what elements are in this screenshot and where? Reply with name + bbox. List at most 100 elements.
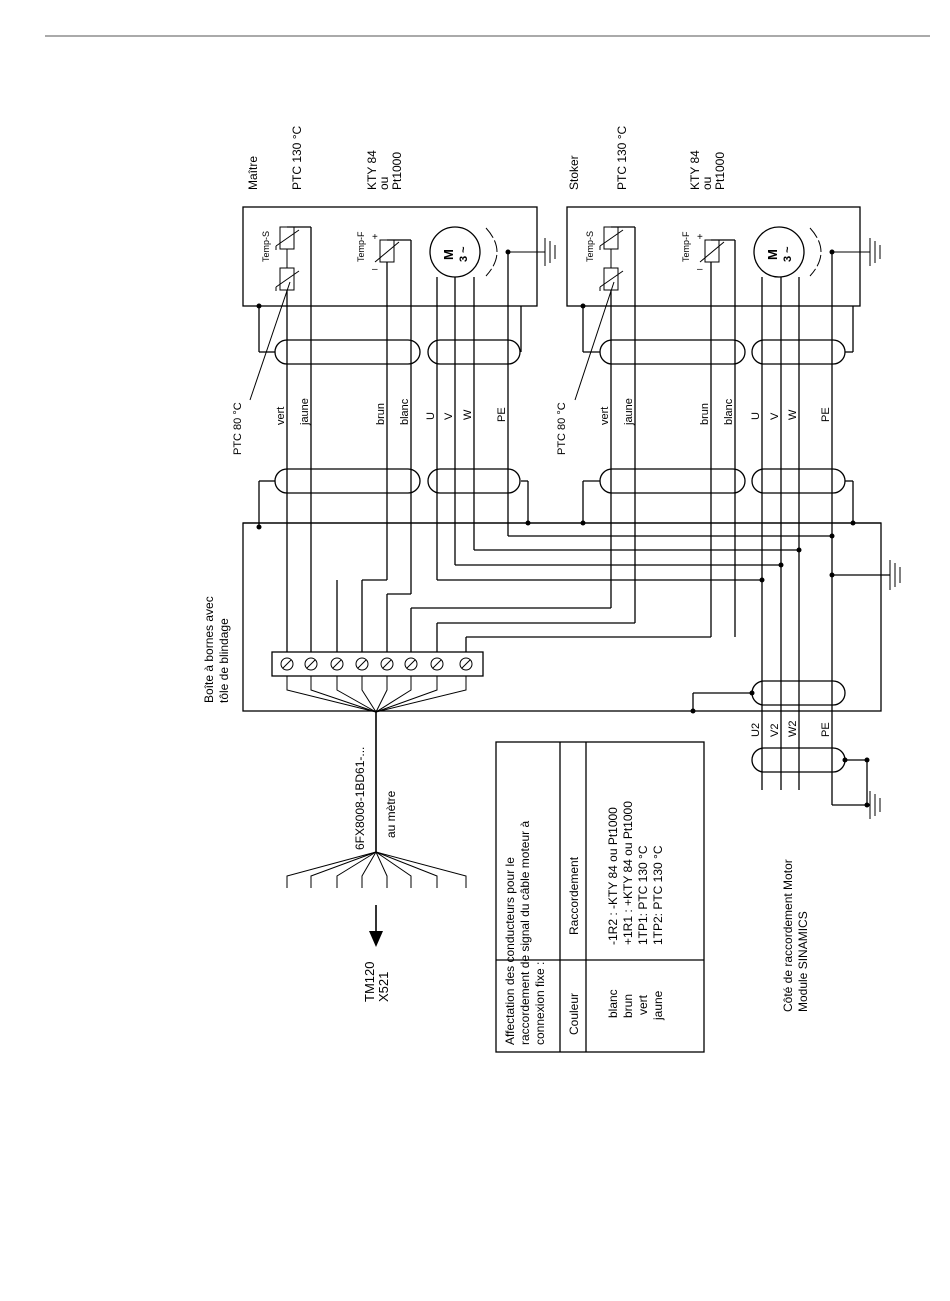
target-label-2: X521: [376, 972, 391, 1002]
master-ptc80-label: PTC 80 °C: [232, 402, 244, 455]
target-label-1: TM120: [362, 962, 377, 1002]
slave-wire-blanc: blanc: [723, 398, 735, 425]
master-motor-m: M: [441, 249, 456, 260]
module-connection: U2 V2 W2 PE Côté de raccordement Motor M…: [750, 721, 881, 1012]
cable-unit-label: au mètre: [384, 790, 398, 838]
master-wire-w: W: [462, 409, 474, 420]
slave-wire-v: V: [769, 412, 781, 420]
master-temp-s-label: Temp-S: [261, 231, 271, 262]
terminal-box-label-1: Boîte à bornes avec: [202, 596, 216, 703]
module-terminal-u2: U2: [750, 723, 762, 737]
table-title-2: raccordement de signal du câble moteur à: [518, 821, 532, 1045]
cable-fan-in: [286, 676, 467, 713]
table-row-1-color: blanc: [606, 989, 620, 1018]
table-outline: [495, 741, 705, 1053]
slave-title: Stoker: [567, 155, 581, 190]
terminal-strip: [271, 651, 484, 677]
master-wire-jaune: jaune: [299, 398, 311, 426]
module-ground-icon: [869, 791, 881, 819]
master-kty-label-3: Pt1000: [390, 152, 404, 190]
slave-kty-sensor: [704, 239, 720, 263]
master-wire-u: U: [425, 412, 437, 420]
table-title-3: connexion fixe :: [533, 962, 547, 1045]
module-terminal-w2: W2: [787, 721, 799, 738]
master-plus-sign: +: [372, 232, 378, 243]
slave-motor: Stoker PTC 130 °C KTY 84 ou Pt1000 Temp-…: [556, 126, 881, 805]
conductor-table: Affectation des conducteurs pour le racc…: [495, 741, 705, 1053]
table-row-3-color: vert: [636, 994, 650, 1015]
arrow-down-icon: [369, 905, 383, 947]
table-row-2-color: brun: [621, 994, 635, 1018]
table-title-1: Affectation des conducteurs pour le: [503, 857, 517, 1045]
slave-minus-sign: –: [697, 264, 703, 275]
slave-wire-u: U: [750, 412, 762, 420]
master-wire-blanc: blanc: [399, 398, 411, 425]
master-kty-label-2: ou: [377, 177, 391, 190]
module-terminal-pe: PE: [820, 722, 832, 737]
slave-wire-jaune: jaune: [623, 398, 635, 426]
slave-signal-cable-sleeve-top: [599, 339, 746, 365]
slave-wire-vert: vert: [599, 407, 611, 425]
slave-wire-pe: PE: [820, 407, 832, 422]
module-side-label-2: Module SINAMICS: [796, 911, 810, 1012]
screw-6: [404, 657, 418, 671]
slave-temp-f-label: Temp-F: [681, 231, 691, 262]
screw-4: [355, 657, 369, 671]
slave-temp-s-label: Temp-S: [585, 231, 595, 262]
slave-signal-cable-sleeve-bottom: [599, 468, 746, 494]
master-motor: Maître PTC 130 °C KTY 84 ou Pt1000 Temp-…: [232, 126, 556, 652]
slave-plus-sign: +: [697, 232, 703, 243]
box-ground-icon: [889, 560, 901, 590]
master-motor-3: 3 ~: [458, 246, 470, 262]
table-row-4-connection: 1TP2: PTC 130 °C: [651, 845, 665, 945]
slave-ptc80-label: PTC 80 °C: [556, 402, 568, 455]
terminal-box-label-2: tôle de blindage: [217, 618, 231, 703]
master-temp-f-label: Temp-F: [356, 231, 366, 262]
master-minus-sign: –: [372, 264, 378, 275]
terminal-box: Boîte à bornes avec tôle de blindage: [202, 522, 901, 714]
module-terminal-v2: V2: [769, 724, 781, 737]
master-wire-pe: PE: [496, 407, 508, 422]
master-kty-label-1: KTY 84: [365, 150, 379, 190]
slave-ground-icon: [869, 238, 881, 266]
slave-motor-3: 3 ~: [782, 246, 794, 262]
master-ground-icon: [544, 238, 556, 266]
slave-kty-label-3: Pt1000: [713, 152, 727, 190]
slave-kty-label-2: ou: [700, 177, 714, 190]
master-wire-v: V: [443, 412, 455, 420]
slave-motor-housing: [566, 206, 861, 307]
module-side-label-1: Côté de raccordement Motor: [781, 859, 795, 1012]
table-row-3-connection: 1TP1: PTC 130 °C: [636, 845, 650, 945]
screw-2: [304, 657, 318, 671]
screw-7: [430, 657, 444, 671]
screw-8: [459, 657, 473, 671]
table-row-4-color: jaune: [651, 990, 665, 1021]
screw-1: [280, 657, 294, 671]
terminal-screws: [280, 657, 473, 671]
slave-wire-brun: brun: [699, 403, 711, 425]
slave-motor-m: M: [765, 249, 780, 260]
screw-3: [330, 657, 344, 671]
slave-wire-w: W: [787, 409, 799, 420]
master-wire-vert: vert: [275, 407, 287, 425]
cable-code-label: 6FX8008-1BD61-...: [353, 747, 367, 850]
slave-power-cable-sleeve-top: [751, 339, 846, 365]
master-power-cable-sleeve-top: [427, 339, 521, 365]
master-wire-brun: brun: [375, 403, 387, 425]
master-motor-housing: [242, 206, 538, 307]
table-row-1-connection: -1R2 : -KTY 84 ou Pt1000: [606, 807, 620, 945]
master-title: Maître: [246, 156, 260, 190]
table-col-color: Couleur: [567, 993, 581, 1035]
table-col-connection: Raccordement: [567, 856, 581, 935]
master-power-cable-sleeve-bottom: [427, 468, 521, 494]
master-kty-sensor: [379, 239, 395, 263]
table-row-2-connection: +1R1 : +KTY 84 ou Pt1000: [621, 801, 635, 945]
terminal-box-outline: [242, 522, 882, 712]
master-signal-cable-sleeve-bottom: [274, 468, 421, 494]
slave-ptc130-label: PTC 130 °C: [615, 126, 629, 190]
signal-cable: 6FX8008-1BD61-... au mètre TM120 X521: [286, 712, 467, 1002]
slave-motor-symbol: [753, 226, 805, 278]
slave-kty-label-1: KTY 84: [688, 150, 702, 190]
master-ptc130-label: PTC 130 °C: [290, 126, 304, 190]
